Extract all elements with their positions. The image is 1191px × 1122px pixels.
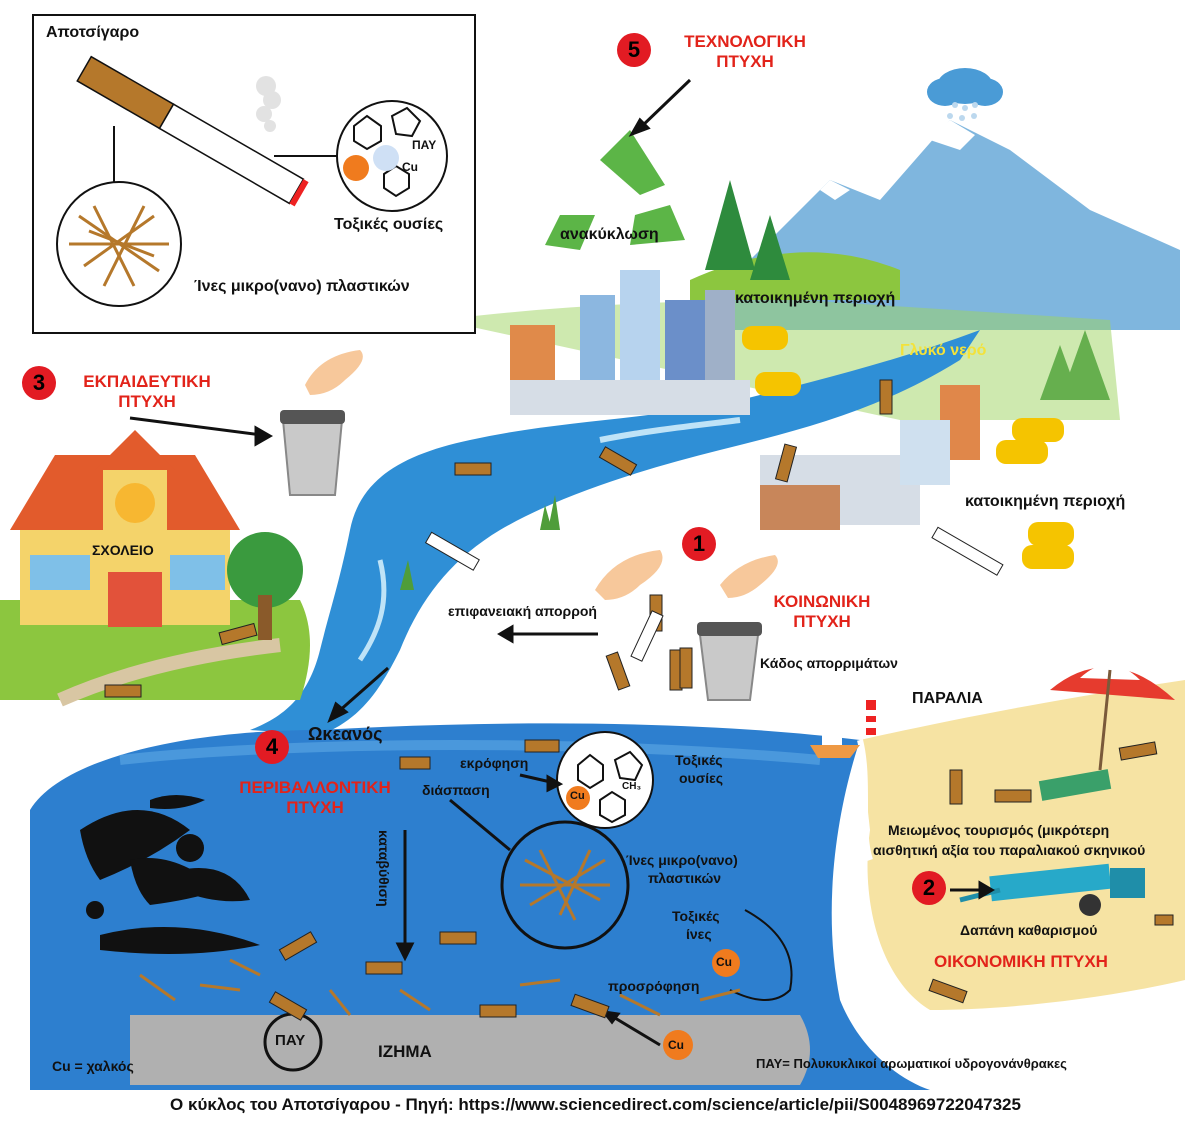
label-fibers-line2: πλαστικών (648, 870, 722, 886)
aspect-technological-line1: ΤΕΧΝΟΛΟΓΙΚΗ (684, 32, 806, 51)
river (250, 330, 980, 735)
arrows (129, 78, 995, 1047)
smoke-icon (256, 76, 281, 132)
label-toxic-line1: Τοξικές (675, 752, 723, 768)
aspect-environmental-line2: ΠΤΥΧΗ (286, 798, 344, 817)
label-toxic-fibers-line2: ίνες (686, 926, 712, 942)
aspect-number-4: 4 (255, 730, 289, 764)
water-plants (400, 495, 560, 590)
beach-towel (1038, 769, 1112, 801)
label-recycling: ανακύκλωση (560, 226, 659, 243)
school-building (10, 430, 240, 627)
aspect-environmental-line1: ΠΕΡΙΒΑΛΛΟΝΤΙΚΗ (239, 778, 391, 797)
label-cu-3: Cu (668, 1038, 684, 1052)
aspect-educational-line2: ΠΤΥΧΗ (118, 392, 176, 411)
cu-atom-3 (663, 1030, 693, 1060)
label-sinking: καταβύθιση (376, 830, 392, 907)
label-leaching: εκρόφηση (460, 755, 529, 771)
inset-fibers-label: Ίνες μικρο(νανο) πλαστικών (194, 278, 410, 295)
label-residential-2: κατοικημένη περιοχή (965, 493, 1126, 510)
label-beach: ΠΑΡΑΛΙΑ (912, 690, 983, 707)
aspect-number-5: 5 (617, 33, 651, 67)
trash-bin-social (697, 622, 762, 701)
label-ocean: Ωκεανός (308, 724, 383, 744)
recycling-icon (545, 130, 685, 250)
label-degradation: διάσπαση (422, 782, 490, 798)
city-buildings (510, 270, 980, 530)
beach-umbrella-icon (1050, 664, 1175, 771)
yellow-cars (742, 326, 1074, 569)
label-cu-2: Cu (716, 955, 732, 969)
label-sorption: προσρόφηση (608, 978, 700, 994)
cigarette-icon (76, 55, 309, 207)
aspect-social-line2: ΠΤΥΧΗ (793, 612, 851, 631)
toxic-fiber-arc (729, 909, 793, 1001)
label-residential-1: κατοικημένη περιοχή (735, 290, 896, 307)
cigarette-inset-panel: Αποτσίγαρο (32, 14, 476, 334)
hand-icons (305, 350, 778, 600)
cu-atom-1 (566, 786, 590, 810)
marine-animals (80, 795, 260, 954)
figure-caption: Ο κύκλος του Αποτσίγαρου - Πηγή: https:/… (170, 1095, 1021, 1114)
microplastic-zoom-circle (500, 820, 630, 950)
boat-icon (810, 730, 860, 758)
school-tree (227, 532, 303, 640)
aspect-number-3: 3 (22, 366, 56, 400)
aspect-social-line1: ΚΟΙΝΩΝΙΚΗ (773, 592, 871, 611)
sediment-bed (130, 1015, 810, 1085)
aspect-environmental-title: ΠΕΡΙΒΑΛΛΟΝΤΙΚΗ ΠΤΥΧΗ (230, 778, 400, 818)
aspect-number-2: 2 (912, 871, 946, 905)
label-fresh-water: Γλυκό νερό (900, 342, 987, 359)
label-tourism-line1: Μειωμένος τουρισμός (μικρότερη (888, 822, 1110, 838)
fiber-zoom-icon (56, 181, 182, 307)
molecule-circle-ocean (556, 731, 654, 829)
label-bin: Κάδος απορριμάτων (760, 655, 898, 671)
inset-cigarette-label: Αποτσίγαρο (46, 24, 140, 41)
label-cu-1: Cu (570, 790, 585, 802)
beach-cleaner-machine-icon (959, 863, 1145, 916)
label-tourism-line2: αισθητική αξία του παραλιακού σκηνικού (873, 842, 1146, 858)
label-fibers-line1: Ίνες μικρο(νανο) (626, 852, 738, 868)
aspect-number-1: 1 (682, 527, 716, 561)
inset-toxic-label: Τοξικές ουσίες (334, 216, 444, 233)
label-ch3: CH₃ (622, 781, 642, 792)
cigarette-butts (104, 379, 1174, 1021)
seabed-fibers (139, 958, 741, 1017)
legend-cu: Cu = χαλκός (52, 1058, 134, 1074)
inset-pah-label: ΠΑΥ (412, 138, 437, 152)
aspect-technological-line2: ΠΤΥΧΗ (716, 52, 774, 71)
cu-atom-2 (712, 949, 740, 977)
label-toxic-fibers-line1: Τοξικές (672, 908, 720, 924)
trash-bin-school (280, 410, 345, 496)
label-pah-circle: ΠΑΥ (275, 1032, 306, 1049)
aspect-technological-title: ΤΕΧΝΟΛΟΓΙΚΗ ΠΤΥΧΗ (665, 32, 825, 72)
label-school: ΣΧΟΛΕΙΟ (92, 542, 154, 558)
beach-sand (860, 680, 1185, 1010)
inset-cu-label: Cu (402, 160, 418, 174)
label-cleanup: Δαπάνη καθαρισμού (960, 922, 1098, 938)
label-sediment: ΙΖΗΜΑ (378, 1042, 432, 1061)
snow-cloud-icon (927, 68, 1003, 121)
label-toxic-line2: ουσίες (679, 770, 724, 786)
aspect-economic-title: ΟΙΚΟΝΟΜΙΚΗ ΠΤΥΧΗ (934, 952, 1108, 971)
toxic-molecule-icon (336, 100, 448, 212)
aspect-educational-line1: ΕΚΠΑΙΔΕΥΤΙΚΗ (83, 372, 211, 391)
aspect-educational-title: ΕΚΠΑΙΔΕΥΤΙΚΗ ΠΤΥΧΗ (62, 372, 232, 412)
legend-pah: ΠΑΥ= Πολυκυκλικοί αρωματικοί υδρογονάνθρ… (756, 1056, 1067, 1071)
inset-artwork (56, 55, 448, 307)
label-runoff: επιφανειακή απορροή (448, 603, 597, 619)
aspect-social-title: ΚΟΙΝΩΝΙΚΗ ΠΤΥΧΗ (752, 592, 892, 632)
lighthouse-icon (866, 700, 876, 735)
